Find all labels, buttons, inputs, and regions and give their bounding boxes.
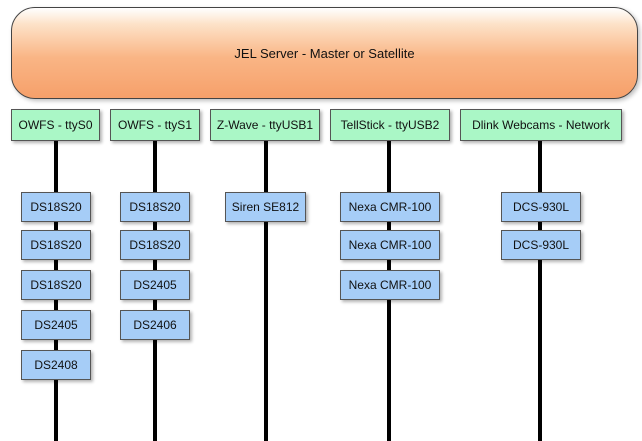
device-label: DS18S20 xyxy=(129,200,181,214)
device-label: DS2406 xyxy=(133,318,177,332)
bus-label: Dlink Webcams - Network xyxy=(472,118,610,132)
device-nexa-cmr-100: Nexa CMR-100 xyxy=(340,192,440,222)
device-ds2408: DS2408 xyxy=(21,350,91,380)
device-ds18s20: DS18S20 xyxy=(21,192,91,222)
device-nexa-cmr-100: Nexa CMR-100 xyxy=(340,230,440,260)
device-ds2405: DS2405 xyxy=(21,310,91,340)
device-label: Nexa CMR-100 xyxy=(348,238,432,252)
bus-label: Z-Wave - ttyUSB1 xyxy=(216,118,314,132)
device-label: DS18S20 xyxy=(30,200,82,214)
bus-line-zwave-ttyusb1 xyxy=(264,141,268,441)
device-label: Nexa CMR-100 xyxy=(348,278,432,292)
device-ds18s20: DS18S20 xyxy=(21,270,91,300)
device-siren-se812: Siren SE812 xyxy=(225,192,306,222)
bus-label: TellStick - ttyUSB2 xyxy=(340,118,440,132)
device-label: DS18S20 xyxy=(30,238,82,252)
device-ds2405: DS2405 xyxy=(120,270,190,300)
bus-zwave-ttyusb1: Z-Wave - ttyUSB1 xyxy=(210,109,320,141)
device-label: Nexa CMR-100 xyxy=(348,200,432,214)
bus-tellstick-ttyusb2: TellStick - ttyUSB2 xyxy=(330,109,450,141)
device-label: DCS-930L xyxy=(512,200,570,214)
bus-line-dlink-webcams xyxy=(538,141,542,441)
bus-dlink-webcams-network: Dlink Webcams - Network xyxy=(460,109,622,141)
device-label: DS18S20 xyxy=(129,238,181,252)
device-dcs-930l: DCS-930L xyxy=(501,192,581,222)
device-ds18s20: DS18S20 xyxy=(120,230,190,260)
device-label: Siren SE812 xyxy=(231,200,300,214)
jel-server-label: JEL Server - Master or Satellite xyxy=(234,45,415,61)
device-ds18s20: DS18S20 xyxy=(21,230,91,260)
device-dcs-930l: DCS-930L xyxy=(501,230,581,260)
bus-owfs-ttys0: OWFS - ttyS0 xyxy=(11,109,100,141)
bus-label: OWFS - ttyS0 xyxy=(18,118,93,132)
jel-server-box: JEL Server - Master or Satellite xyxy=(11,7,638,99)
bus-label: OWFS - ttyS1 xyxy=(117,118,192,132)
bus-owfs-ttys1: OWFS - ttyS1 xyxy=(110,109,200,141)
device-label: DS2405 xyxy=(34,318,78,332)
device-label: DCS-930L xyxy=(512,238,570,252)
device-label: DS2405 xyxy=(133,278,177,292)
device-ds18s20: DS18S20 xyxy=(120,192,190,222)
device-ds2406: DS2406 xyxy=(120,310,190,340)
device-label: DS2408 xyxy=(34,358,78,372)
device-nexa-cmr-100: Nexa CMR-100 xyxy=(340,270,440,300)
device-label: DS18S20 xyxy=(30,278,82,292)
